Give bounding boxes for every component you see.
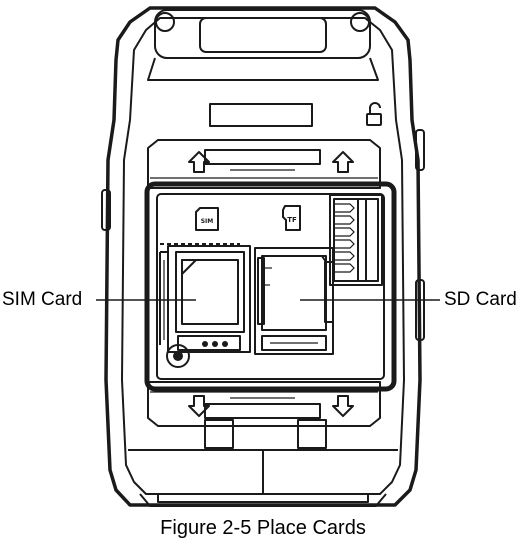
contact-connector bbox=[329, 194, 383, 286]
label-window bbox=[209, 103, 313, 127]
right-side-button-lower bbox=[415, 279, 425, 341]
tf-slot-icon-label: TF bbox=[287, 216, 297, 224]
down-arrow-icon bbox=[188, 395, 210, 417]
up-arrow-icon bbox=[188, 151, 210, 173]
lower-foot-right bbox=[297, 419, 327, 449]
unlock-icon bbox=[366, 102, 382, 126]
sd-card-holder bbox=[254, 247, 334, 355]
down-arrow-icon bbox=[332, 395, 354, 417]
sd-card-label: SD Card bbox=[444, 289, 517, 310]
card-compartment-inner bbox=[156, 193, 385, 380]
tf-slot-icon: TF bbox=[282, 205, 301, 231]
top-clip bbox=[147, 9, 379, 81]
lower-latch bbox=[147, 381, 381, 427]
bottom-base-plate bbox=[157, 493, 369, 503]
device-body-outline bbox=[104, 6, 422, 507]
sim-card-holder bbox=[159, 245, 251, 353]
up-arrow-icon bbox=[332, 151, 354, 173]
device-body-inner-outline bbox=[121, 17, 405, 495]
card-compartment-frame bbox=[144, 181, 397, 392]
bottom-base bbox=[139, 493, 387, 507]
sim-slot-icon-label: SIM bbox=[201, 218, 214, 225]
left-side-button bbox=[101, 189, 111, 231]
figure-caption: Figure 2-5 Place Cards bbox=[160, 517, 366, 539]
sim-card-label: SIM Card bbox=[2, 289, 83, 310]
upper-latch bbox=[147, 139, 381, 189]
sim-slot-icon: SIM bbox=[195, 207, 219, 231]
sim-hinge bbox=[166, 344, 190, 368]
right-side-button bbox=[415, 129, 425, 171]
lower-foot-left bbox=[204, 419, 234, 449]
